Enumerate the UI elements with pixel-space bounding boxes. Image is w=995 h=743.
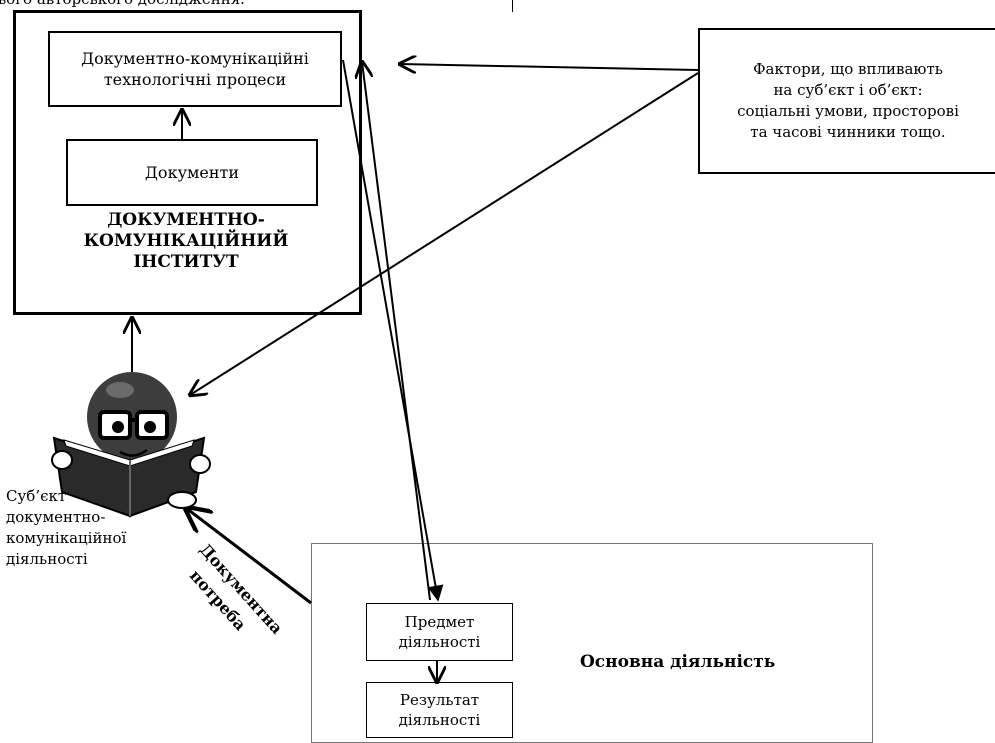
processes-label: Документно-комунікаційні технологічні пр… xyxy=(81,49,309,89)
activity-subject-label: Предмет діяльності xyxy=(398,613,481,651)
factors-box: Фактори, що впливають на суб’єкт і об’єк… xyxy=(698,28,995,174)
activity-result-box: Результат діяльності xyxy=(366,682,513,738)
documents-box: Документи xyxy=(66,139,318,206)
subject-label: Суб’єкт документно- комунікаційної діяль… xyxy=(6,487,127,568)
documents-label: Документи xyxy=(144,163,240,182)
processes-box: Документно-комунікаційні технологічні пр… xyxy=(48,31,342,107)
arrow-activity-to-processes xyxy=(362,62,431,601)
glasses-icon xyxy=(98,410,169,440)
activity-result-label: Результат діяльності xyxy=(398,691,481,729)
arrow-factors-to-processes xyxy=(400,64,699,70)
institute-title: ДОКУМЕНТНО- КОМУНІКАЦІЙНИЙ ІНСТИТУТ xyxy=(83,210,289,272)
activity-title: Основна діяльність xyxy=(580,652,776,672)
factors-text: Фактори, що впливають на суб’єкт і об’єк… xyxy=(737,60,959,141)
arrow-processes-to-activity xyxy=(342,59,444,602)
reading-character-icon xyxy=(51,372,211,518)
caption-divider xyxy=(512,0,513,12)
arrow-need-to-subject xyxy=(186,508,312,605)
book-icon xyxy=(52,436,206,518)
arrow-factors-to-subject xyxy=(190,72,699,395)
activity-subject-box: Предмет діяльності xyxy=(366,603,513,661)
top-caption: ього авторського дослідження. xyxy=(0,0,245,8)
